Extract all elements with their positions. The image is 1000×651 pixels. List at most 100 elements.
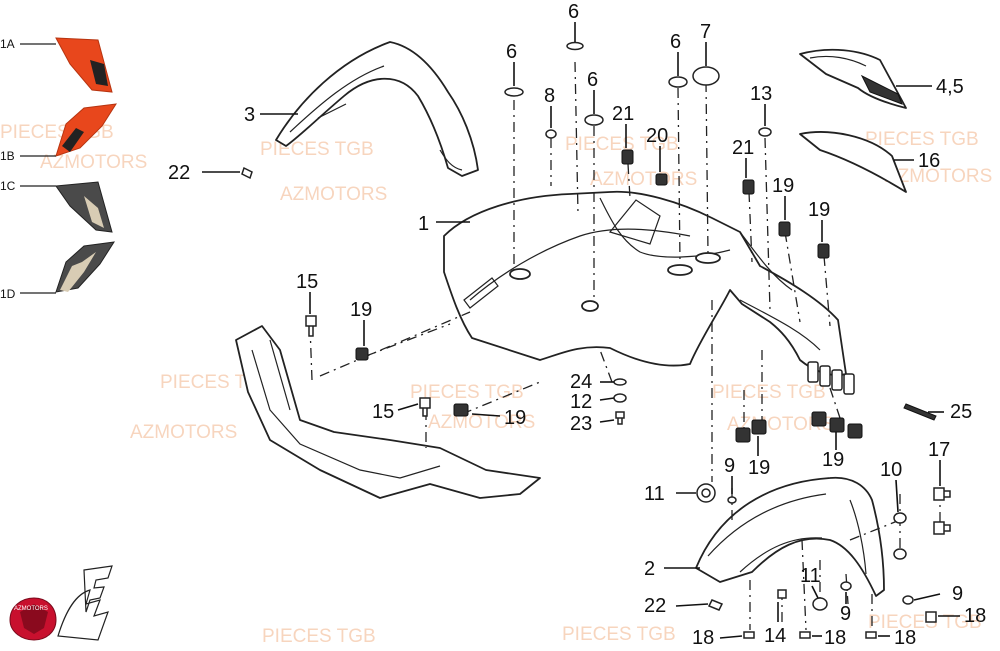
callout-18: 18 bbox=[894, 627, 916, 649]
callout-19: 19 bbox=[822, 449, 844, 471]
callout-6: 6 bbox=[568, 1, 579, 23]
screw-icon bbox=[743, 631, 755, 639]
grommet-icon bbox=[668, 76, 688, 88]
callout-23: 23 bbox=[570, 413, 592, 435]
callout-9: 9 bbox=[840, 603, 851, 625]
front-body-part-1 bbox=[443, 190, 855, 395]
callout-20: 20 bbox=[646, 125, 668, 147]
callout-10: 10 bbox=[880, 459, 902, 481]
headlight-cover-part-4-5 bbox=[799, 48, 907, 109]
clip-icon bbox=[817, 243, 830, 259]
clip-icon bbox=[742, 179, 755, 195]
nut-icon bbox=[840, 581, 852, 591]
decal-label: 1D bbox=[0, 287, 16, 301]
callout-16: 16 bbox=[918, 150, 940, 172]
grommet-icon bbox=[566, 41, 584, 51]
grommet-icon bbox=[692, 66, 720, 86]
nut-icon bbox=[727, 496, 737, 504]
clip-icon bbox=[811, 411, 827, 427]
callout-1: 1 bbox=[418, 213, 429, 235]
clip-icon bbox=[621, 149, 634, 165]
screw-icon bbox=[777, 589, 787, 599]
callout-21: 21 bbox=[612, 103, 634, 125]
leader-lines bbox=[202, 22, 960, 639]
callout-19: 19 bbox=[772, 175, 794, 197]
callout-12: 12 bbox=[570, 391, 592, 413]
bolt-icon bbox=[925, 611, 937, 623]
decal-1c: 1C bbox=[0, 179, 113, 233]
front-fender-right-part-2 bbox=[695, 476, 885, 597]
decal-1b: 1B bbox=[0, 103, 117, 163]
screw-icon bbox=[707, 599, 724, 611]
screw-icon bbox=[305, 315, 317, 337]
callout-8: 8 bbox=[544, 85, 555, 107]
callout-2: 2 bbox=[644, 558, 655, 580]
watermark-text: AZMOTORS bbox=[130, 422, 237, 443]
decal-label: 1C bbox=[0, 179, 16, 193]
callout-6: 6 bbox=[506, 41, 517, 63]
callout-9: 9 bbox=[724, 455, 735, 477]
callout-4-5: 4,5 bbox=[936, 76, 964, 98]
callout-17: 17 bbox=[928, 439, 950, 461]
watermark-text: AZMOTORS bbox=[885, 166, 992, 187]
clip-icon bbox=[453, 403, 469, 417]
brand-logo: AZMOTORS bbox=[9, 597, 57, 641]
callout-18: 18 bbox=[964, 605, 986, 627]
watermark-text: AZMOTORS bbox=[280, 184, 387, 205]
watermark-text: AZMOTORS bbox=[428, 412, 535, 433]
screw-icon bbox=[799, 631, 811, 639]
callout-13: 13 bbox=[750, 83, 772, 105]
watermark-text: PIECES TGB bbox=[260, 139, 374, 160]
callout-6: 6 bbox=[587, 69, 598, 91]
light-connectors bbox=[807, 361, 855, 395]
screw-icon bbox=[865, 631, 877, 639]
callout-9: 9 bbox=[952, 583, 963, 605]
callout-19: 19 bbox=[748, 457, 770, 479]
clip-icon bbox=[778, 221, 791, 237]
callout-15: 15 bbox=[372, 401, 394, 423]
callout-11: 11 bbox=[644, 483, 665, 505]
callout-15: 15 bbox=[296, 271, 318, 293]
callout-18: 18 bbox=[692, 627, 714, 649]
clip-icon bbox=[751, 419, 767, 435]
grommet-icon bbox=[584, 114, 604, 126]
hardware bbox=[241, 41, 951, 639]
grommet-icon bbox=[504, 87, 524, 97]
front-lower-frame bbox=[235, 325, 541, 499]
grommet-icon bbox=[545, 129, 557, 139]
grommet-icon bbox=[812, 597, 828, 611]
callout-6: 6 bbox=[670, 31, 681, 53]
tube-icon bbox=[903, 403, 937, 421]
clip-icon bbox=[355, 347, 369, 361]
callout-25: 25 bbox=[950, 401, 972, 423]
watermark-text: AZMOTORS bbox=[40, 152, 147, 173]
callout-14: 14 bbox=[764, 625, 786, 647]
front-fender-left-part-3 bbox=[275, 41, 479, 177]
screw-icon bbox=[419, 397, 431, 417]
callout-19: 19 bbox=[504, 407, 526, 429]
bolt-icon bbox=[933, 487, 951, 501]
callout-22: 22 bbox=[168, 162, 190, 184]
callout-24: 24 bbox=[570, 371, 592, 393]
bolt-icon bbox=[933, 521, 951, 535]
logo-text: AZMOTORS bbox=[14, 606, 48, 612]
trim-part-16 bbox=[799, 131, 907, 193]
callout-3: 3 bbox=[244, 104, 255, 126]
callout-22: 22 bbox=[644, 595, 666, 617]
nut-icon bbox=[902, 595, 914, 605]
nut-icon bbox=[893, 512, 907, 524]
washer-icon bbox=[613, 378, 627, 386]
callout-21: 21 bbox=[732, 137, 754, 159]
callout-7: 7 bbox=[700, 21, 711, 43]
nut-icon bbox=[893, 548, 907, 560]
grommet-icon bbox=[758, 127, 772, 137]
model-logo bbox=[57, 565, 113, 641]
decal-1d: 1D bbox=[0, 241, 115, 301]
clip-icon bbox=[829, 417, 845, 433]
washer-icon bbox=[613, 393, 627, 403]
watermark-text: PIECES TGB bbox=[868, 612, 982, 633]
callout-19: 19 bbox=[350, 299, 372, 321]
watermark-text: AZMOTORS bbox=[590, 169, 697, 190]
